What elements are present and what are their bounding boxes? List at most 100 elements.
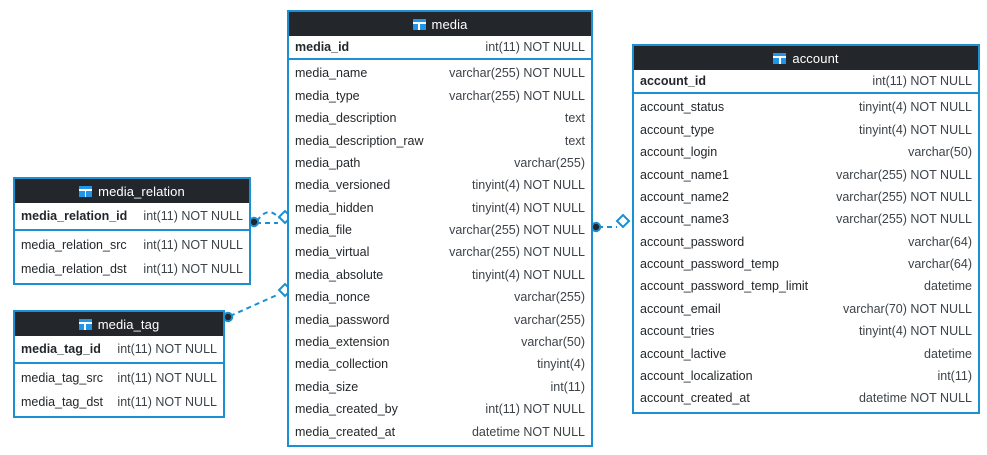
edge-media-relation-to-media-curved bbox=[256, 211, 280, 222]
field-name: media_description_raw bbox=[295, 133, 424, 148]
table-icon bbox=[78, 318, 92, 330]
field-name: account_password_temp bbox=[640, 257, 779, 272]
entity-media-title: media bbox=[431, 16, 468, 32]
table-row: media_nonce varchar(255) bbox=[289, 286, 591, 308]
field-type: varchar(255) bbox=[514, 290, 585, 305]
field-type: text bbox=[564, 111, 585, 126]
field-name: media_versioned bbox=[295, 178, 391, 193]
field-name: media_nonce bbox=[295, 290, 371, 305]
table-row: media_absolute tinyint(4) NOT NULL bbox=[289, 264, 591, 286]
field-type: int(11) NOT NULL bbox=[143, 261, 243, 276]
field-name: media_password bbox=[295, 312, 390, 327]
table-row: media_versioned tinyint(4) NOT NULL bbox=[289, 174, 591, 196]
field-type: tinyint(4) NOT NULL bbox=[472, 267, 585, 282]
field-type: int(11) NOT NULL bbox=[117, 341, 217, 356]
field-type: varchar(255) NOT NULL bbox=[449, 245, 585, 260]
entity-media-tag-header[interactable]: media_tag bbox=[15, 312, 223, 336]
field-name: media_tag_src bbox=[21, 370, 103, 385]
entity-media-relation-title: media_relation bbox=[98, 183, 185, 199]
field-type: varchar(50) bbox=[908, 145, 972, 160]
field-type: datetime bbox=[924, 279, 972, 294]
field-name: account_name2 bbox=[640, 189, 729, 204]
field-name: account_tries bbox=[640, 324, 715, 339]
field-type: varchar(255) NOT NULL bbox=[449, 88, 585, 103]
field-name: account_localization bbox=[640, 369, 753, 384]
field-name: account_email bbox=[640, 301, 721, 316]
field-name: account_type bbox=[640, 122, 715, 137]
entity-media[interactable]: media media_id int(11) NOT NULL media_na… bbox=[287, 10, 593, 448]
field-name: account_created_at bbox=[640, 391, 750, 406]
field-name: media_type bbox=[295, 88, 360, 103]
edge-endpoint-diamond-account bbox=[615, 213, 631, 229]
entity-account-title: account bbox=[792, 50, 839, 66]
entity-media-relation[interactable]: media_relation media_relation_id int(11)… bbox=[13, 177, 251, 285]
field-name: media_file bbox=[295, 223, 352, 238]
field-type: tinyint(4) NOT NULL bbox=[472, 200, 585, 215]
table-row: account_name3 varchar(255) NOT NULL bbox=[634, 208, 978, 230]
field-name: account_lactive bbox=[640, 346, 727, 361]
field-name: account_login bbox=[640, 145, 718, 160]
field-type: int(11) NOT NULL bbox=[143, 208, 243, 223]
field-name: media_name bbox=[295, 66, 368, 81]
field-name: media_tag_id bbox=[21, 341, 101, 356]
entity-account-header[interactable]: account bbox=[634, 46, 978, 70]
table-row: media_relation_dst int(11) NOT NULL bbox=[15, 257, 249, 281]
table-row: media_virtual varchar(255) NOT NULL bbox=[289, 242, 591, 264]
field-name: media_id bbox=[295, 39, 350, 54]
field-name: media_created_at bbox=[295, 424, 396, 439]
entity-media-tag[interactable]: media_tag media_tag_id int(11) NOT NULL … bbox=[13, 310, 225, 418]
field-name: media_tag_dst bbox=[21, 394, 104, 409]
field-type: int(11) NOT NULL bbox=[872, 73, 972, 88]
table-icon bbox=[773, 52, 787, 64]
entity-media-relation-primary-key-row: media_relation_id int(11) NOT NULL bbox=[15, 203, 249, 231]
field-type: text bbox=[564, 133, 585, 148]
entity-account[interactable]: account account_id int(11) NOT NULL acco… bbox=[632, 44, 980, 414]
field-name: media_hidden bbox=[295, 200, 374, 215]
field-name: media_absolute bbox=[295, 267, 384, 282]
table-row: account_name1 varchar(255) NOT NULL bbox=[634, 164, 978, 186]
field-name: media_size bbox=[295, 379, 359, 394]
field-type: varchar(255) NOT NULL bbox=[836, 212, 972, 227]
field-type: varchar(50) bbox=[521, 335, 585, 350]
table-row: media_hidden tinyint(4) NOT NULL bbox=[289, 197, 591, 219]
field-type: int(11) NOT NULL bbox=[143, 237, 243, 252]
field-type: varchar(64) bbox=[908, 234, 972, 249]
entity-media-header[interactable]: media bbox=[289, 12, 591, 36]
entity-account-primary-key-row: account_id int(11) NOT NULL bbox=[634, 70, 978, 95]
entity-media-primary-key-row: media_id int(11) NOT NULL bbox=[289, 36, 591, 61]
field-name: account_name1 bbox=[640, 167, 729, 182]
field-type: varchar(255) NOT NULL bbox=[836, 167, 972, 182]
entity-media-relation-header[interactable]: media_relation bbox=[15, 179, 249, 203]
field-type: tinyint(4) NOT NULL bbox=[472, 178, 585, 193]
table-row: account_login varchar(50) bbox=[634, 141, 978, 163]
field-type: varchar(255) bbox=[514, 155, 585, 170]
field-name: media_relation_dst bbox=[21, 261, 127, 276]
field-name: media_relation_id bbox=[21, 208, 128, 223]
field-type: varchar(255) NOT NULL bbox=[836, 189, 972, 204]
field-name: account_status bbox=[640, 100, 725, 115]
field-name: media_virtual bbox=[295, 245, 370, 260]
edge-media-tag-to-media bbox=[229, 294, 278, 317]
field-name: account_name3 bbox=[640, 212, 729, 227]
table-row: media_type varchar(255) NOT NULL bbox=[289, 85, 591, 107]
